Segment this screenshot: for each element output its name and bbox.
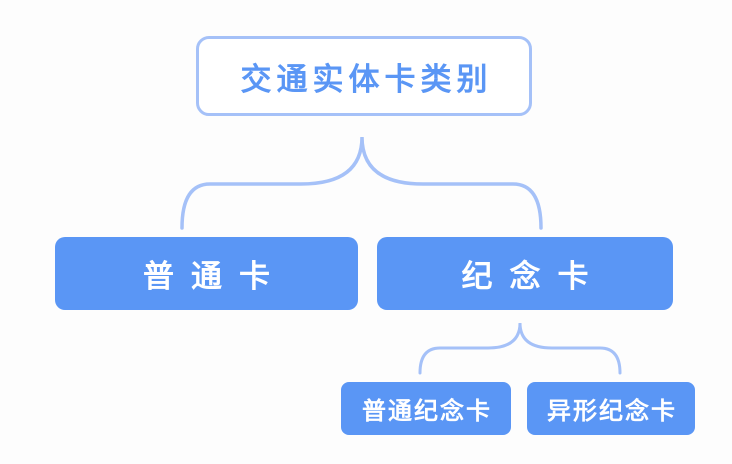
node-special-shaped-memorial-card[interactable]: 异形纪念卡 bbox=[527, 382, 695, 435]
node-memorial-card-label: 纪念卡 bbox=[461, 259, 606, 294]
node-memorial-card[interactable]: 纪念卡 bbox=[377, 237, 673, 310]
node-ordinary-card[interactable]: 普通卡 bbox=[55, 237, 358, 310]
node-ordinary-card-label: 普通卡 bbox=[143, 259, 287, 294]
node-root-label: 交通实体卡类别 bbox=[240, 61, 493, 97]
node-ordinary-memorial-card[interactable]: 普通纪念卡 bbox=[341, 382, 511, 435]
brace-root-to-level1 bbox=[180, 136, 543, 230]
brace-memorial-to-level2 bbox=[418, 322, 622, 375]
node-root-card-category[interactable]: 交通实体卡类别 bbox=[196, 36, 532, 116]
node-ordinary-memorial-card-label: 普通纪念卡 bbox=[362, 398, 492, 425]
node-special-shaped-memorial-card-label: 异形纪念卡 bbox=[547, 398, 677, 425]
